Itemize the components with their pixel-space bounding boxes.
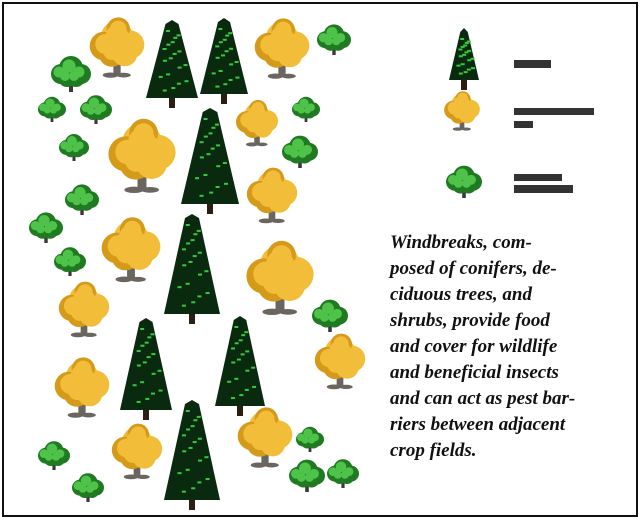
deciduous-tree-icon xyxy=(236,100,278,147)
windbreak-illustration xyxy=(29,17,366,510)
shrub-icon xyxy=(38,96,66,122)
legend-label-shrubs-redacted xyxy=(514,174,562,181)
caption-text: Windbreaks, com- posed of conifers, de- … xyxy=(390,232,576,461)
conifer-icon xyxy=(181,108,239,214)
shrub-icon xyxy=(54,247,86,276)
deciduous-tree-icon xyxy=(246,240,314,316)
shrub-icon xyxy=(65,184,99,215)
conifer-icon xyxy=(449,28,479,90)
diagram-frame: Windbreaks, com- posed of conifers, de- … xyxy=(2,2,638,517)
deciduous-tree-icon xyxy=(89,17,145,78)
deciduous-tree-icon xyxy=(246,167,298,224)
conifer-icon xyxy=(120,318,172,420)
deciduous-tree-icon xyxy=(54,357,110,418)
shrub-icon xyxy=(38,441,70,470)
legend-icons xyxy=(444,28,482,198)
deciduous-tree-icon xyxy=(58,281,110,338)
shrub-icon xyxy=(446,165,482,198)
legend-label-deciduous-redacted-2 xyxy=(514,121,533,128)
shrub-icon xyxy=(292,96,320,122)
deciduous-tree-icon xyxy=(108,118,176,194)
shrub-icon xyxy=(59,134,89,161)
legend-label-conifers-redacted xyxy=(514,60,551,68)
shrub-icon xyxy=(72,473,104,502)
deciduous-tree-icon xyxy=(314,333,366,390)
legend-label-deciduous-redacted xyxy=(514,108,594,115)
shrub-icon xyxy=(289,459,325,492)
shrub-icon xyxy=(51,56,91,92)
shrub-icon xyxy=(29,212,63,243)
legend-label-shrubs-redacted-2 xyxy=(514,185,573,193)
conifer-icon xyxy=(215,316,265,416)
deciduous-tree-icon xyxy=(101,217,161,283)
shrub-icon xyxy=(80,95,112,124)
shrub-icon xyxy=(327,459,359,488)
shrub-icon xyxy=(282,135,318,168)
shrub-icon xyxy=(296,426,324,452)
shrub-icon xyxy=(312,299,348,332)
deciduous-tree-icon xyxy=(237,407,293,468)
conifer-icon xyxy=(164,400,220,510)
conifer-icon xyxy=(146,20,198,108)
conifer-icon xyxy=(200,18,248,104)
deciduous-tree-icon xyxy=(254,18,310,79)
deciduous-tree-icon xyxy=(444,91,480,131)
deciduous-tree-icon xyxy=(111,423,163,480)
shrub-icon xyxy=(317,24,351,55)
conifer-icon xyxy=(164,214,220,324)
